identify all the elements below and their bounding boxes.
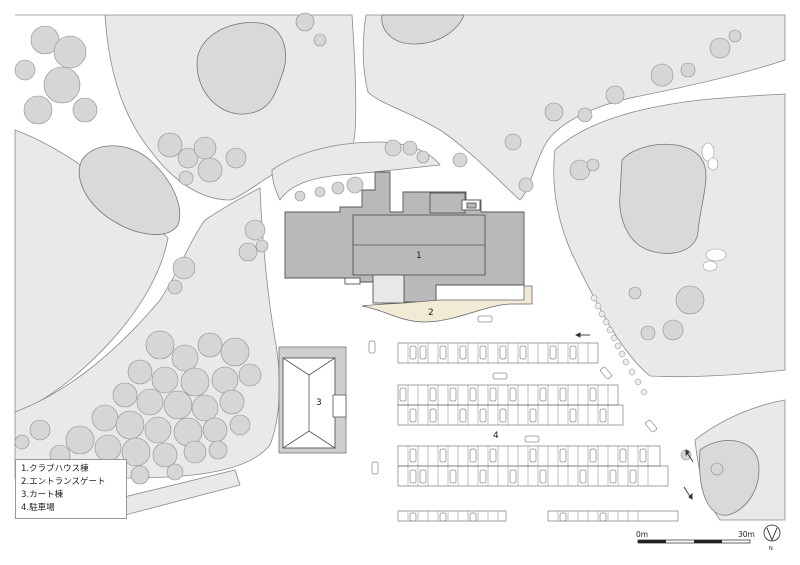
ground-ne [362, 14, 786, 201]
parking-lot [397, 342, 679, 522]
ground-island [271, 141, 441, 201]
scale-start: 0m [636, 530, 648, 539]
label-4: 4 [493, 431, 499, 441]
tree-canopies [14, 12, 742, 485]
cart-building [278, 346, 347, 454]
pond-east [619, 143, 707, 254]
legend-item-cart-building: 3.カート棟 [21, 490, 64, 500]
ponds [78, 14, 760, 516]
label-2: 2 [428, 308, 434, 318]
pond-north [196, 22, 286, 115]
label-1: 1 [416, 251, 422, 261]
legend: 1.クラブハウス棟 2.エントランスゲート 3.カート棟 4.駐車場 [15, 459, 127, 519]
pond-west [78, 145, 180, 235]
scale-bar: 0m 30m [636, 530, 755, 544]
north-letter: N [769, 546, 773, 552]
legend-item-clubhouse: 1.クラブハウス棟 [21, 464, 89, 474]
pond-ne-corner [381, 14, 465, 45]
traffic-arrows [574, 332, 694, 500]
parked-cars [368, 315, 657, 522]
legend-item-entrance-gate: 2.エントランスゲート [21, 477, 106, 487]
label-3: 3 [316, 398, 322, 408]
entrance-canopy [361, 285, 533, 323]
scale-end: 30m [738, 530, 755, 539]
legend-item-parking: 4.駐車場 [21, 503, 55, 513]
pond-islands [701, 142, 727, 272]
north-arrow-icon: N [763, 524, 781, 552]
clubhouse-roof-lines [353, 244, 485, 302]
roadside-tree-row [590, 294, 648, 396]
pond-se [699, 440, 760, 516]
